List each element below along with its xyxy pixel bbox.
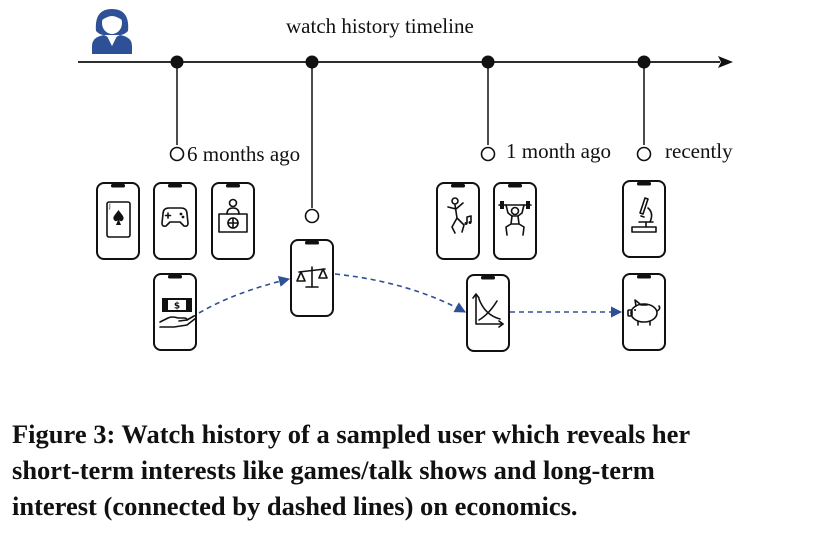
timeline-axis bbox=[78, 56, 733, 68]
figure-caption: Figure 3: Watch history of a sampled use… bbox=[12, 416, 824, 524]
phone-economics-scale bbox=[290, 239, 334, 317]
label-6-months-ago: 6 months ago bbox=[187, 142, 300, 166]
balance-scale-icon bbox=[296, 266, 328, 288]
caption-line-1: Figure 3: Watch history of a sampled use… bbox=[12, 419, 691, 449]
svg-text:J: J bbox=[108, 203, 111, 210]
microscope-icon bbox=[631, 197, 657, 233]
caption-line-2: short-term interests like games/talk sho… bbox=[12, 455, 655, 485]
label-recently: recently bbox=[665, 139, 733, 163]
endpoint-marker-2 bbox=[304, 208, 320, 224]
phone-talk-show bbox=[211, 182, 255, 260]
dancer-icon bbox=[447, 197, 472, 234]
endpoint-6-months bbox=[169, 146, 185, 162]
timeline-marker-1 bbox=[170, 55, 184, 145]
timeline-title: watch history timeline bbox=[286, 14, 474, 38]
economics-dashed-link bbox=[198, 273, 623, 318]
timeline-marker-4 bbox=[637, 55, 651, 145]
talk-show-icon bbox=[218, 198, 248, 233]
gamepad-icon bbox=[161, 207, 189, 227]
phone-economics-piggy bbox=[622, 273, 666, 351]
weightlifter-icon bbox=[498, 201, 532, 236]
endpoint-recently bbox=[636, 146, 652, 162]
phone-dance bbox=[436, 182, 480, 260]
piggy-bank-icon bbox=[627, 299, 661, 326]
label-1-month-ago: 1 month ago bbox=[506, 139, 611, 163]
phone-economics-graph bbox=[466, 274, 510, 352]
timeline-marker-3 bbox=[481, 55, 495, 145]
money-hand-icon: $ bbox=[159, 298, 197, 328]
timeline-marker-2 bbox=[305, 55, 319, 208]
watch-history-diagram: watch history timeline 6 months ago 1 mo… bbox=[78, 9, 733, 352]
endpoint-1-month bbox=[480, 146, 496, 162]
svg-text:$: $ bbox=[174, 302, 180, 312]
playing-card-icon: J bbox=[106, 201, 131, 238]
phone-games bbox=[153, 182, 197, 260]
phone-science bbox=[622, 180, 666, 258]
phone-economics-money: $ bbox=[153, 273, 197, 351]
supply-demand-graph-icon bbox=[472, 293, 504, 328]
user-avatar-icon bbox=[92, 9, 132, 54]
caption-line-3: interest (connected by dashed lines) on … bbox=[12, 491, 578, 521]
phone-fitness bbox=[493, 182, 537, 260]
phone-card-game: J bbox=[96, 182, 140, 260]
